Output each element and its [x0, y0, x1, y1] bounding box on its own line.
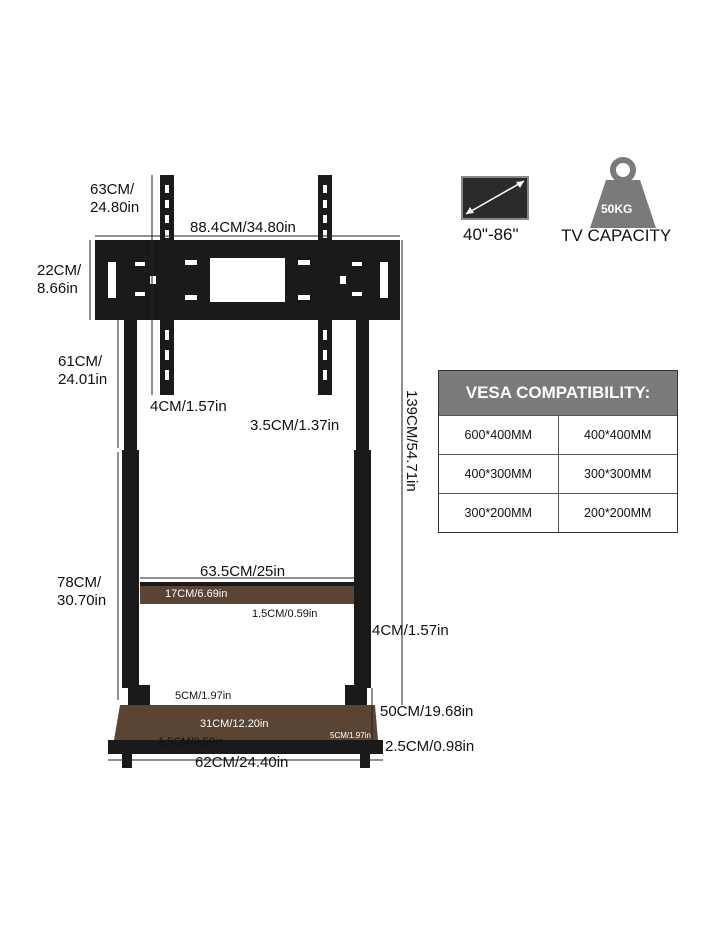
weight-icon	[590, 157, 656, 228]
dim-base-thickness: 1.5CM/0.59in	[158, 736, 224, 748]
pole-left	[122, 320, 139, 688]
capacity-weight: 50KG	[601, 202, 633, 216]
mount-plate	[95, 240, 400, 320]
dim-lower-height: 78CM/ 30.70in	[57, 574, 107, 609]
capacity-label: TV CAPACITY	[561, 226, 672, 245]
vesa-cell: 200*200MM	[557, 494, 678, 532]
dim-shelf-width: 63.5CM/25in	[200, 563, 286, 580]
dim-base-width: 62CM/24.40in	[195, 754, 289, 771]
dim-base-post: 5CM/1.97in	[175, 690, 232, 702]
dim-upper-pole: 61CM/ 24.01in	[58, 353, 108, 388]
vesa-row: 400*300MM 300*300MM	[439, 454, 677, 493]
pole-right	[354, 320, 371, 688]
dim-base-height: 50CM/19.68in	[380, 703, 474, 720]
base	[108, 685, 383, 768]
vesa-table: VESA COMPATIBILITY: 600*400MM 400*400MM …	[438, 370, 678, 533]
dim-base-foot: 2.5CM/0.98in	[385, 738, 475, 755]
vesa-row: 300*200MM 200*200MM	[439, 493, 677, 532]
vesa-row: 600*400MM 400*400MM	[439, 415, 677, 454]
dim-shelf-thickness: 1.5CM/0.59in	[252, 608, 318, 620]
vesa-cell: 400*300MM	[464, 467, 532, 481]
dimension-lines	[89, 175, 403, 761]
dim-pole-gap: 3.5CM/1.37in	[250, 417, 340, 434]
dim-arm-width: 4CM/1.57in	[150, 398, 227, 415]
dim-pole-width: 4CM/1.57in	[372, 622, 449, 639]
vesa-cell: 400*400MM	[557, 416, 678, 454]
middle-shelf	[140, 582, 354, 604]
vesa-cell: 300*300MM	[557, 455, 678, 493]
dim-top-height: 63CM/ 24.80in	[90, 181, 140, 216]
vesa-cell: 300*200MM	[464, 506, 532, 520]
vesa-title: VESA COMPATIBILITY:	[439, 371, 677, 415]
vesa-cell: 600*400MM	[464, 428, 532, 442]
dim-shelf-depth: 17CM/6.69in	[165, 588, 228, 600]
dim-mount-width: 88.4CM/34.80in	[190, 219, 296, 236]
screen-size-icon	[461, 176, 529, 220]
dim-total-height: 139CM/54.71in	[403, 390, 420, 492]
dim-base-shelf: 31CM/12.20in	[200, 718, 269, 730]
dim-base-side: 5CM/1.97in	[330, 731, 371, 740]
dim-mount-height: 22CM/ 8.66in	[37, 262, 82, 297]
screen-size-range: 40"-86"	[463, 225, 519, 244]
